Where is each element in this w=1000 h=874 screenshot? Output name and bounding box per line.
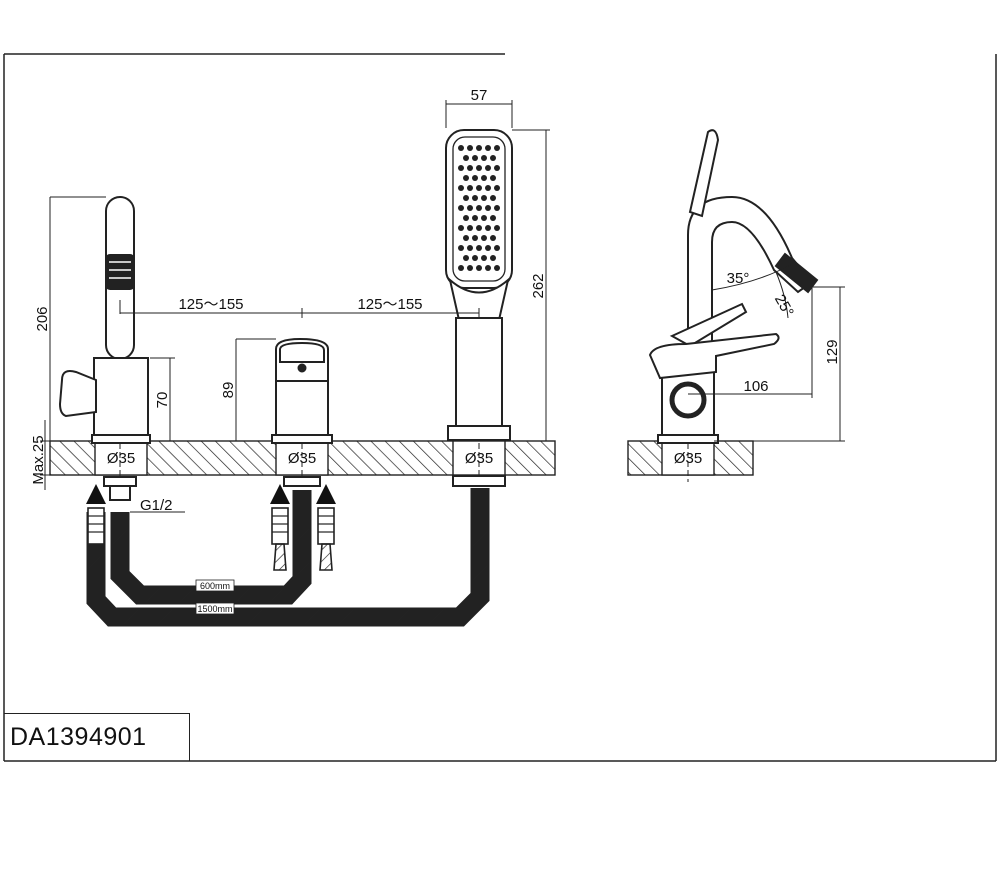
nozzle-dot — [494, 205, 500, 211]
nozzle-dot — [472, 155, 478, 161]
nozzle-dot — [458, 245, 464, 251]
dim-shower-width: 57 — [471, 87, 488, 104]
nozzle-dot — [463, 155, 469, 161]
nozzle-dot — [481, 255, 487, 261]
nozzle-dot — [490, 155, 496, 161]
dim-spacing-right: 125～155 — [357, 296, 422, 313]
nozzle-dot — [494, 145, 500, 151]
nozzle-dot — [467, 205, 473, 211]
shower-nozzles — [458, 145, 500, 271]
hose-label-short: 600mm — [200, 581, 230, 591]
side-view-dimension-lines — [688, 263, 845, 442]
nozzle-dot — [476, 265, 482, 271]
nozzle-dot — [490, 255, 496, 261]
nozzle-dot — [458, 205, 464, 211]
side-view-faucet — [648, 129, 819, 444]
nozzle-dot — [472, 255, 478, 261]
dimension-lines — [40, 100, 550, 513]
dim-thread: G1/2 — [140, 497, 173, 514]
nozzle-dot — [458, 185, 464, 191]
dim-spout-base-height: 70 — [154, 392, 171, 409]
nozzle-dot — [494, 265, 500, 271]
nozzle-dot — [472, 235, 478, 241]
nozzle-dot — [490, 215, 496, 221]
nozzle-dot — [467, 145, 473, 151]
nozzle-dot — [485, 185, 491, 191]
nozzle-dot — [490, 235, 496, 241]
nozzle-dot — [485, 225, 491, 231]
nozzle-dot — [476, 225, 482, 231]
nozzle-dot — [490, 175, 496, 181]
inlet-connectors — [87, 507, 335, 571]
dim-hole-dia-3: Ø35 — [465, 450, 493, 467]
dim-side-height: 129 — [824, 339, 841, 364]
nozzle-dot — [494, 165, 500, 171]
nozzle-dot — [481, 235, 487, 241]
nozzle-dot — [485, 265, 491, 271]
spout-faucet — [58, 196, 151, 501]
nozzle-dot — [485, 145, 491, 151]
nozzle-dot — [458, 165, 464, 171]
dim-angle-upper: 35° — [727, 270, 750, 287]
nozzle-dot — [458, 145, 464, 151]
nozzle-dot — [481, 155, 487, 161]
dim-spout-height: 206 — [34, 306, 51, 331]
sheet-frame — [3, 53, 997, 762]
nozzle-dot — [472, 175, 478, 181]
nozzle-dot — [458, 225, 464, 231]
dim-spacing-left: 125～155 — [178, 296, 243, 313]
nozzle-dot — [458, 265, 464, 271]
nozzle-dot — [463, 195, 469, 201]
nozzle-dot — [485, 205, 491, 211]
nozzle-dot — [485, 165, 491, 171]
nozzle-dot — [467, 245, 473, 251]
dim-hole-dia-side: Ø35 — [674, 450, 702, 467]
nozzle-dot — [463, 255, 469, 261]
hoses: 600mm 1500mm — [86, 488, 490, 627]
flow-arrows — [86, 484, 336, 504]
nozzle-dot — [467, 185, 473, 191]
dim-deck-thickness: Max.25 — [30, 435, 47, 484]
nozzle-dot — [463, 235, 469, 241]
nozzle-dot — [467, 225, 473, 231]
model-code: DA1394901 — [10, 723, 147, 751]
nozzle-dot — [481, 175, 487, 181]
dim-hole-dia-1: Ø35 — [107, 450, 135, 467]
hose-label-long: 1500mm — [197, 604, 232, 614]
dim-handle-height: 89 — [220, 382, 237, 399]
mixer-valve — [271, 337, 333, 487]
nozzle-dot — [481, 195, 487, 201]
nozzle-dot — [476, 245, 482, 251]
nozzle-dot — [494, 245, 500, 251]
nozzle-dot — [476, 205, 482, 211]
nozzle-dot — [476, 165, 482, 171]
model-code-box: DA1394901 — [4, 713, 190, 761]
nozzle-dot — [494, 185, 500, 191]
dim-side-reach: 106 — [743, 378, 768, 395]
nozzle-dot — [463, 215, 469, 221]
dim-angle-lower: 25° — [771, 292, 797, 320]
nozzle-dot — [476, 145, 482, 151]
nozzle-dot — [481, 215, 487, 221]
nozzle-dot — [494, 225, 500, 231]
nozzle-dot — [490, 195, 496, 201]
deck-section — [49, 434, 556, 480]
nozzle-dot — [485, 245, 491, 251]
dim-hole-dia-2: Ø35 — [288, 450, 316, 467]
nozzle-dot — [472, 215, 478, 221]
nozzle-dot — [472, 195, 478, 201]
nozzle-dot — [463, 175, 469, 181]
dim-shower-height: 262 — [530, 273, 547, 298]
nozzle-dot — [476, 185, 482, 191]
nozzle-dot — [467, 265, 473, 271]
nozzle-dot — [467, 165, 473, 171]
